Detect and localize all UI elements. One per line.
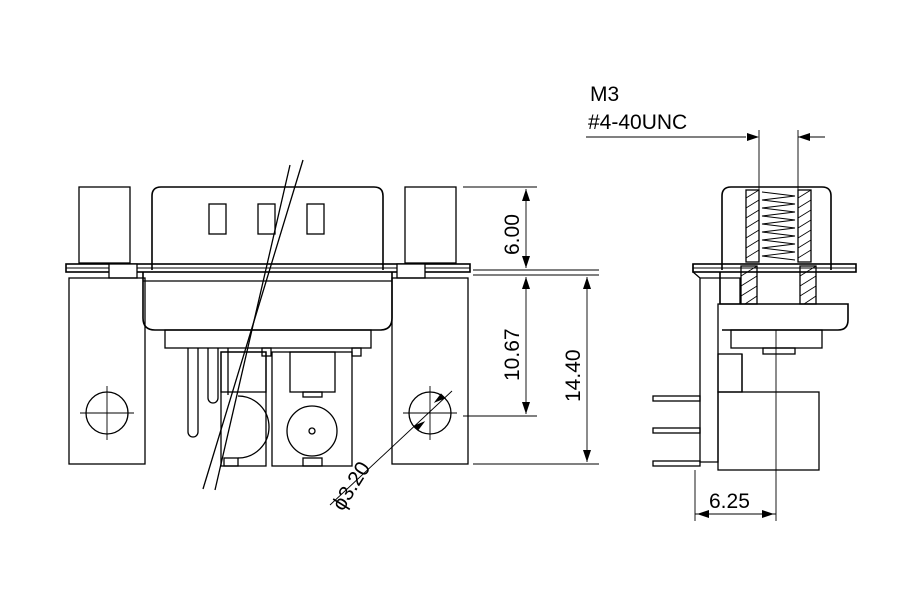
left-board-lock — [68, 277, 146, 465]
coax-housing-right — [271, 351, 353, 467]
dim-flange-height: 6.00 — [501, 214, 524, 255]
break-line-2 — [214, 164, 291, 491]
side-lower-body — [719, 272, 849, 331]
contact-window-3 — [306, 203, 325, 235]
signal-pin-2 — [207, 348, 219, 404]
dim-total-height: 14.40 — [562, 349, 585, 402]
coax-contact-outer — [286, 405, 338, 457]
insulator-block — [164, 329, 372, 349]
front-view-dimensions: 6.00 10.67 14.40 ϕ3.20 — [328, 186, 599, 515]
side-insulator — [730, 329, 823, 349]
signal-pin-1 — [187, 348, 199, 438]
pcb-tail-1 — [652, 395, 701, 402]
side-board-lock — [699, 277, 741, 463]
pcb-tail-3 — [652, 460, 701, 467]
diameter-leader — [329, 390, 453, 506]
contact-window-2 — [257, 203, 276, 235]
right-board-lock — [391, 277, 469, 465]
left-upper-standoff — [78, 186, 131, 264]
pcb-tail-2 — [652, 427, 701, 434]
side-view: M3 #4-40UNC — [586, 83, 857, 521]
right-upper-standoff — [404, 186, 457, 264]
dim-body-depth: 10.67 — [501, 328, 524, 381]
dim-pin-offset: 6.25 — [709, 490, 750, 513]
contact-window-1 — [208, 203, 227, 235]
right-flange-clip — [396, 263, 426, 279]
standoff-hatching — [745, 189, 812, 259]
nut-hatching — [740, 265, 817, 305]
upper-shell — [151, 186, 384, 270]
thread-profile — [761, 191, 796, 261]
thread-unc-label: #4-40UNC — [588, 111, 687, 134]
coax-contact-inner — [308, 427, 316, 435]
side-rear-housing — [717, 391, 820, 471]
front-view — [65, 159, 471, 506]
thread-metric-label: M3 — [590, 83, 619, 106]
left-flange-clip — [108, 263, 138, 279]
side-upper-shell — [721, 186, 832, 270]
